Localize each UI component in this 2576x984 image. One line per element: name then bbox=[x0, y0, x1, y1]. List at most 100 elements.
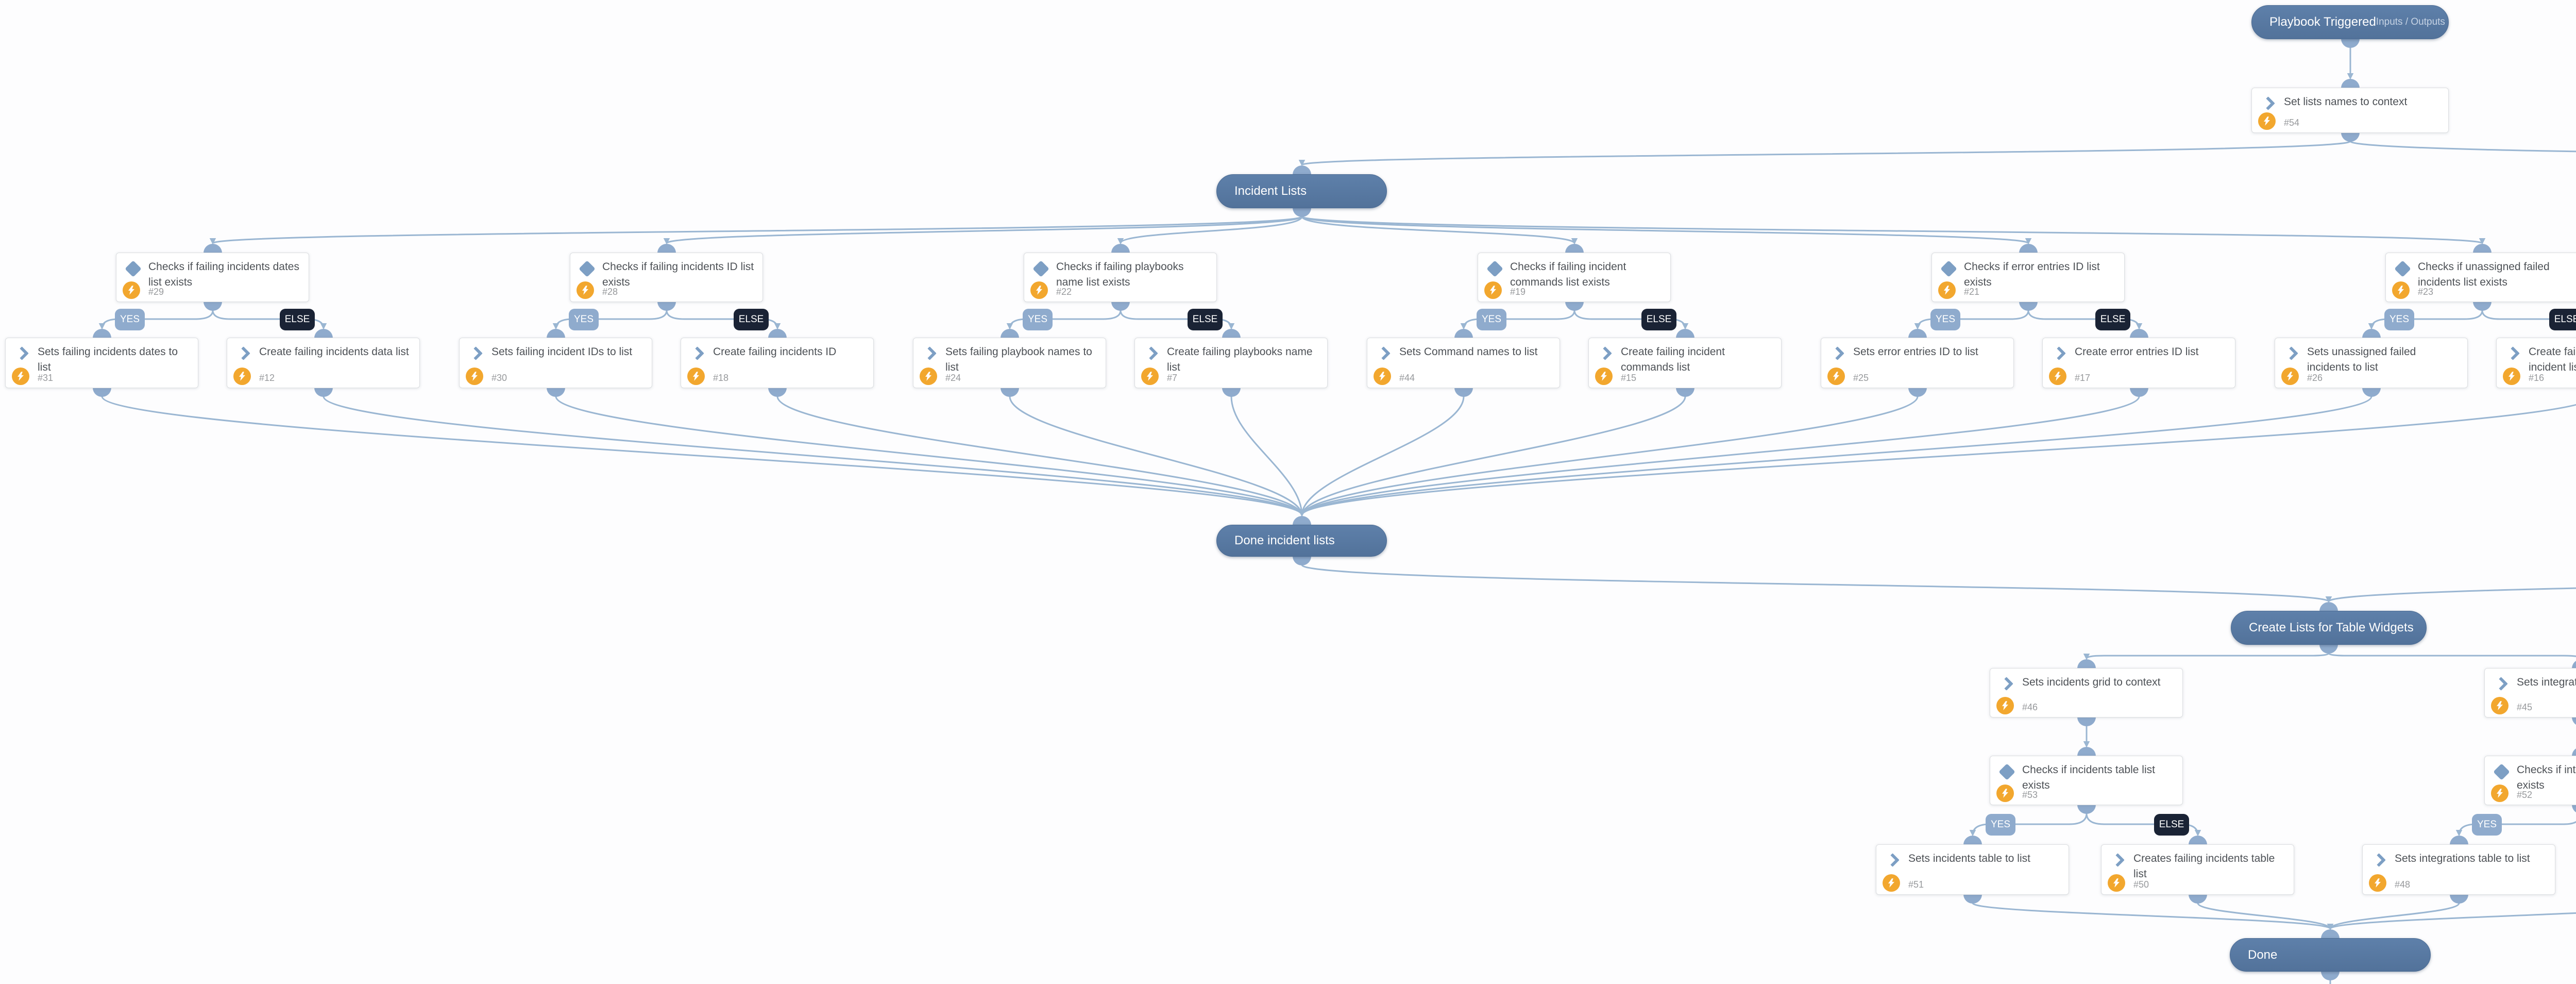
else-badge: ELSE bbox=[2095, 309, 2130, 330]
task-create-error-entries-id-list[interactable]: Create error entries ID list #17 bbox=[2042, 329, 2235, 397]
automation-lightning-icon bbox=[1827, 368, 1845, 385]
flow-edge bbox=[1120, 310, 1235, 330]
task-number: #50 bbox=[2133, 879, 2149, 890]
else-badge: ELSE bbox=[1641, 309, 1676, 330]
condition-checks-if-integrations-table-list-exists[interactable]: Checks if integrations table list exists… bbox=[2484, 747, 2576, 814]
condition-diamond-icon bbox=[1998, 763, 2015, 780]
section-create-lists-for-table-widgets[interactable]: Create Lists for Table Widgets bbox=[2231, 602, 2427, 654]
automation-lightning-icon bbox=[123, 281, 140, 299]
task-sets-unassigned-failed-incidents-to-list[interactable]: Sets unassigned failed incidents to list… bbox=[2275, 329, 2468, 397]
section-done-incident-lists[interactable]: Done incident lists bbox=[1216, 516, 1387, 565]
flow-edge bbox=[1298, 396, 1919, 517]
condition-checks-if-incidents-table-list-exists[interactable]: Checks if incidents table list exists#53 bbox=[1990, 747, 2183, 814]
task-title: Sets integrations table to list bbox=[2395, 853, 2530, 864]
task-creates-failing-incidents-table-list[interactable]: Creates failing incidents table list#50 bbox=[2101, 836, 2294, 904]
flow-edge bbox=[2327, 903, 2460, 930]
task-number: #51 bbox=[1908, 879, 1924, 890]
flow-edge bbox=[552, 310, 668, 330]
task-chevron-icon bbox=[2111, 853, 2125, 867]
task-sets-integrations-grid-to-context[interactable]: Sets integrations grid to context#45 bbox=[2484, 659, 2576, 726]
condition-checks-if-unassigned-failed-incidents-list-exists[interactable]: Checks if unassigned failed incidents li… bbox=[2385, 244, 2576, 311]
yes-badge: YES bbox=[1477, 309, 1506, 330]
task-title: Checks if failing incident commands list… bbox=[1510, 261, 1626, 288]
task-number: #15 bbox=[1621, 373, 1637, 383]
task-title: Set lists names to context bbox=[2284, 96, 2408, 108]
task-set-lists-names-to-context[interactable]: Set lists names to context #54 bbox=[2251, 79, 2449, 142]
automation-lightning-icon bbox=[1938, 281, 1956, 299]
flow-edge bbox=[1009, 396, 1306, 517]
task-number: #24 bbox=[945, 373, 961, 383]
automation-lightning-icon bbox=[2369, 874, 2386, 892]
automation-lightning-icon bbox=[12, 368, 29, 385]
task-sets-incidents-table-to-list[interactable]: Sets incidents table to list#51 bbox=[1876, 836, 2069, 904]
else-badge: ELSE bbox=[734, 309, 769, 330]
task-chevron-icon bbox=[1598, 346, 1612, 360]
task-title: Checks if failing playbooks name list ex… bbox=[1056, 261, 1184, 288]
section-label: Done bbox=[2248, 947, 2278, 962]
flow-edge bbox=[323, 396, 1306, 517]
else-badge: ELSE bbox=[280, 309, 315, 330]
flow-edge bbox=[2197, 903, 2334, 930]
condition-checks-if-failing-incidents-id-list-exists[interactable]: Checks if failing incidents ID list exis… bbox=[570, 244, 763, 311]
task-title: Create failing incident commands list bbox=[1621, 346, 1725, 373]
task-sets-command-names-to-list[interactable]: Sets Command names to list#44 bbox=[1367, 329, 1560, 397]
task-title: Sets failing incident IDs to list bbox=[492, 346, 633, 358]
flow-edge bbox=[555, 396, 1306, 517]
task-number: #54 bbox=[2284, 118, 2300, 128]
task-create-failing-playbooks-name-list[interactable]: Create failing playbooks name list#7 bbox=[1134, 329, 1328, 397]
flow-edge bbox=[98, 310, 214, 330]
flow-edge bbox=[1299, 396, 2372, 517]
task-chevron-icon bbox=[2261, 96, 2275, 110]
task-title: Sets failing incidents dates to list bbox=[38, 346, 178, 373]
section-label: Create Lists for Table Widgets bbox=[2249, 621, 2414, 635]
flow-edge bbox=[1914, 310, 2029, 330]
condition-diamond-icon bbox=[1032, 260, 1049, 277]
task-sets-error-entries-id-to-list[interactable]: Sets error entries ID to list#25 bbox=[1821, 329, 2014, 397]
yes-badge: YES bbox=[2472, 814, 2502, 836]
task-create-failing-incidents-id[interactable]: Create failing incidents ID#18 bbox=[681, 329, 874, 397]
yes-badge: YES bbox=[1930, 309, 1960, 330]
flow-edge bbox=[1573, 310, 1689, 330]
task-create-failing-unassigned-incident-list[interactable]: Create failing unassigned incident list#… bbox=[2496, 338, 2576, 388]
task-title: Create error entries ID list bbox=[2075, 346, 2199, 358]
task-number: #44 bbox=[1399, 373, 1415, 383]
inputs-outputs-link[interactable]: Inputs / Outputs bbox=[2376, 16, 2445, 27]
task-sets-failing-playbook-names-to-list[interactable]: Sets failing playbook names to list#24 bbox=[913, 329, 1106, 397]
task-number: #12 bbox=[259, 373, 275, 383]
task-sets-incidents-grid-to-context[interactable]: Sets incidents grid to context#46 bbox=[1990, 659, 2183, 726]
task-number: #22 bbox=[1056, 287, 1072, 297]
flow-edge bbox=[212, 310, 327, 330]
condition-checks-if-error-entries-id-list-exists[interactable]: Checks if error entries ID list exists#2… bbox=[1931, 244, 2125, 311]
task-create-failing-incidents-data-list[interactable]: Create failing incidents data list#12 bbox=[227, 329, 420, 397]
automation-lightning-icon bbox=[687, 368, 705, 385]
automation-lightning-icon bbox=[1883, 874, 1900, 892]
section-done[interactable]: Done bbox=[2230, 929, 2431, 980]
task-create-failing-incident-commands-list[interactable]: Create failing incident commands list#15 bbox=[1588, 329, 1782, 397]
task-chevron-icon bbox=[2372, 853, 2386, 867]
flow-edge bbox=[1301, 564, 2332, 603]
condition-checks-if-failing-incident-commands-list-exists[interactable]: Checks if failing incident commands list… bbox=[1478, 244, 1671, 311]
task-number: #26 bbox=[2307, 373, 2323, 383]
flow-edge bbox=[1301, 216, 1578, 245]
task-title: Checks if integrations table list exists bbox=[2517, 764, 2576, 791]
task-number: #16 bbox=[2529, 373, 2545, 383]
automation-lightning-icon bbox=[466, 368, 483, 385]
automation-lightning-icon bbox=[1996, 697, 2014, 714]
section-incident-lists[interactable]: Incident Lists bbox=[1216, 165, 1387, 217]
flow-edge bbox=[1298, 396, 1686, 517]
condition-checks-if-failing-incidents-dates-list-exists[interactable]: Checks if failing incidents dates list e… bbox=[116, 244, 309, 311]
task-sets-failing-incident-ids-to-list[interactable]: Sets failing incident IDs to list#30 bbox=[459, 329, 652, 397]
task-number: #46 bbox=[2022, 702, 2038, 712]
automation-lightning-icon bbox=[2258, 112, 2276, 130]
task-title: Create failing incidents ID bbox=[713, 346, 837, 358]
task-sets-failing-incidents-dates-to-list[interactable]: Sets failing incidents dates to list#31 bbox=[5, 329, 198, 397]
task-sets-integrations-table-to-list[interactable]: Sets integrations table to list#48 bbox=[2362, 836, 2555, 904]
task-number: #19 bbox=[1510, 287, 1526, 297]
automation-lightning-icon bbox=[1374, 368, 1391, 385]
condition-checks-if-failing-playbooks-name-list-exists[interactable]: Checks if failing playbooks name list ex… bbox=[1024, 244, 1217, 311]
flow-edge bbox=[2086, 813, 2201, 837]
automation-lightning-icon bbox=[2503, 368, 2520, 385]
task-number: #17 bbox=[2075, 373, 2091, 383]
